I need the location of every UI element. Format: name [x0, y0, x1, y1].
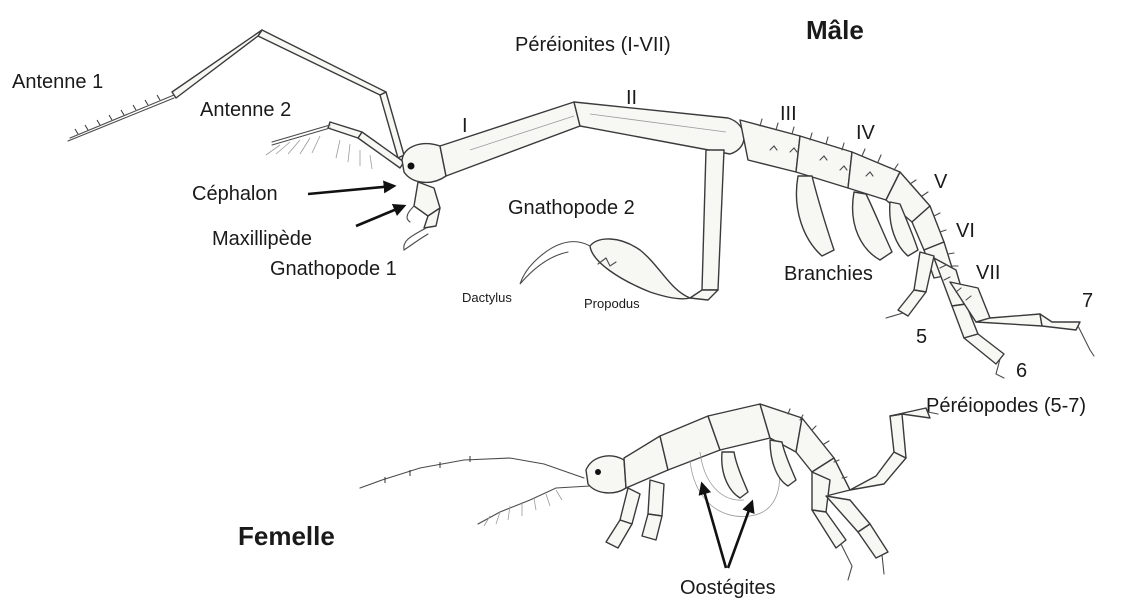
female-antenna-1	[360, 458, 584, 488]
leg-number-6: 6	[1016, 360, 1027, 382]
male-antenna-1	[68, 30, 404, 158]
label-antenna-2: Antenne 2	[200, 99, 291, 121]
label-cephalon: Céphalon	[192, 183, 278, 205]
label-gnathopod-2: Gnathopode 2	[508, 197, 635, 219]
male-pereionite-1-2	[440, 102, 744, 176]
segment-label-2: II	[626, 87, 637, 109]
female-illustration	[360, 404, 938, 580]
segment-label-6: VI	[956, 220, 975, 242]
label-pereionites: Péréionites (I-VII)	[515, 34, 671, 56]
label-oostegites: Oostégites	[680, 577, 776, 599]
segment-label-3: III	[780, 103, 797, 125]
segment-label-5: V	[934, 171, 948, 193]
label-gnathopod-1: Gnathopode 1	[270, 258, 397, 280]
label-pereiopods: Péréiopodes (5-7)	[926, 395, 1086, 417]
arrow-cephalon	[308, 186, 394, 194]
male-gnathopod-2	[520, 150, 724, 300]
eye-icon	[408, 163, 415, 170]
label-branchies: Branchies	[784, 263, 873, 285]
female-labels: Femelle Oostégites	[238, 484, 776, 599]
label-dactylus: Dactylus	[462, 290, 512, 305]
label-maxilliped: Maxillipède	[212, 228, 312, 250]
arrow-oostegite-left	[702, 484, 726, 568]
leg-number-7: 7	[1082, 290, 1093, 312]
female-cephalon	[586, 456, 626, 493]
arrow-maxilliped	[356, 206, 404, 226]
male-arrows	[308, 186, 404, 226]
label-propodus: Propodus	[584, 296, 640, 311]
leg-number-5: 5	[916, 326, 927, 348]
arrow-oostegite-right	[728, 502, 752, 568]
segment-label-1: I	[462, 115, 468, 137]
male-antenna-2	[266, 122, 404, 169]
male-cephalon	[402, 144, 446, 183]
female-antenna-2	[478, 486, 590, 524]
segment-label-7: VII	[976, 262, 1000, 284]
male-gnathopod-1	[404, 182, 440, 250]
segment-label-4: IV	[856, 122, 876, 144]
female-title: Femelle	[238, 521, 335, 551]
female-eye-icon	[595, 469, 601, 475]
male-title: Mâle	[806, 15, 864, 45]
label-antenna-1: Antenne 1	[12, 71, 103, 93]
